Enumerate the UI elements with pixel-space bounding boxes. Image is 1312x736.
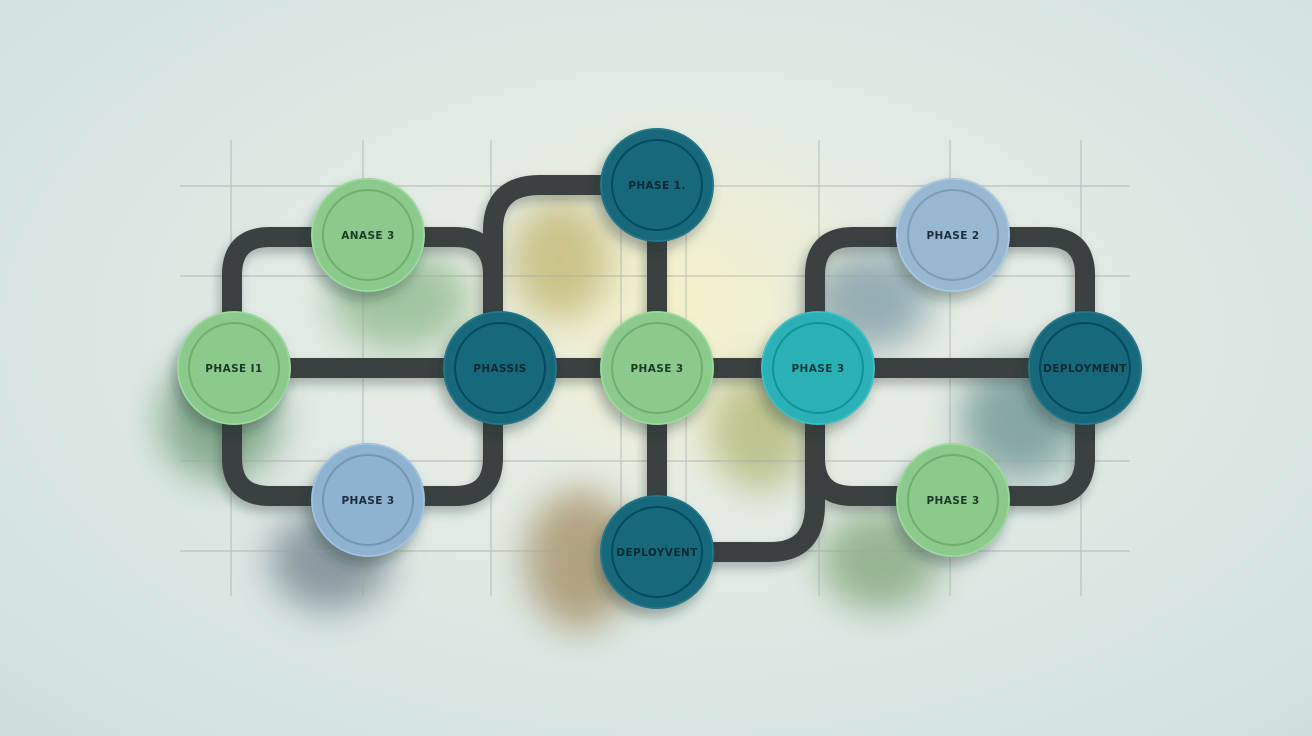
phase-node-center-bottom[interactable]: DEPLOYVENT [600,495,714,609]
node-label: PHASSIS [473,363,527,375]
phase-node-left-bottom[interactable]: PHASE 3 [311,443,425,557]
node-inner-face [322,189,414,281]
node-inner-face [322,454,414,546]
phase-node-center-left[interactable]: PHASSIS [443,311,557,425]
node-label: PHASE 3 [926,495,979,507]
node-label: PHASE 3 [341,495,394,507]
node-inner-face [611,506,703,598]
phase-node-left-mid[interactable]: PHASE I1 [177,311,291,425]
node-label: DEPLOYVENT [616,547,698,559]
node-highlight [896,178,1010,292]
node-inner-face [611,139,703,231]
node-highlight [600,128,714,242]
phase-node-left-top[interactable]: ANASE 3 [311,178,425,292]
node-highlight [177,311,291,425]
node-inner-face [772,322,864,414]
node-highlight [600,495,714,609]
node-label: PHASE 3 [791,363,844,375]
node-label: DEPLOYMENT [1043,363,1127,375]
node-highlight [600,311,714,425]
node-highlight [443,311,557,425]
phase-node-right-bottom[interactable]: PHASE 3 [896,443,1010,557]
phase-node-center-right[interactable]: PHASE 3 [761,311,875,425]
phase-node-right-top[interactable]: PHASE 2 [896,178,1010,292]
node-highlight [311,178,425,292]
nodes-layer: PHASE 1. ANASE 3 PHASE I1 PHASE 3 PHASSIS PHA… [177,128,1142,609]
node-label: PHASE 1. [628,180,686,192]
phase-node-center[interactable]: PHASE 3 [600,311,714,425]
connector-to-top-center [483,175,615,310]
node-label: PHASE I1 [205,363,262,375]
node-label: ANASE 3 [341,230,395,242]
node-highlight [761,311,875,425]
node-inner-face [611,322,703,414]
node-highlight [311,443,425,557]
node-highlight [896,443,1010,557]
node-inner-face [1039,322,1131,414]
node-inner-face [907,454,999,546]
node-inner-face [188,322,280,414]
node-label: PHASE 2 [926,230,979,242]
node-inner-face [907,189,999,281]
node-highlight [1028,311,1142,425]
node-label: PHASE 3 [630,363,683,375]
connector-bottom-to-right [702,430,825,562]
phase-node-top-center[interactable]: PHASE 1. [600,128,714,242]
phase-node-right-mid[interactable]: DEPLOYMENT [1028,311,1142,425]
node-inner-face [454,322,546,414]
